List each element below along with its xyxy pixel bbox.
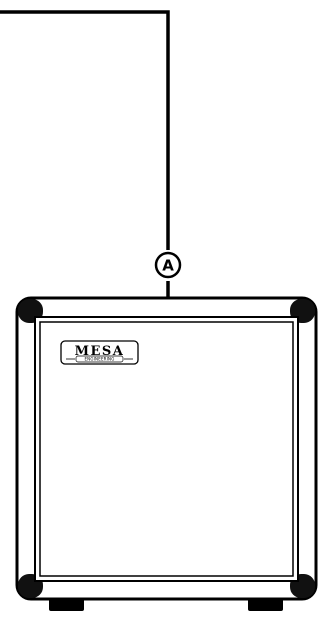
callout-label: A [162,257,174,275]
speaker-cable [0,12,168,250]
callout-a: A [156,253,180,277]
speaker-cabinet: MESA ENGINEERING [17,298,316,599]
mesa-logo: MESA ENGINEERING [61,341,138,364]
logo-subtitle: ENGINEERING [84,357,114,362]
